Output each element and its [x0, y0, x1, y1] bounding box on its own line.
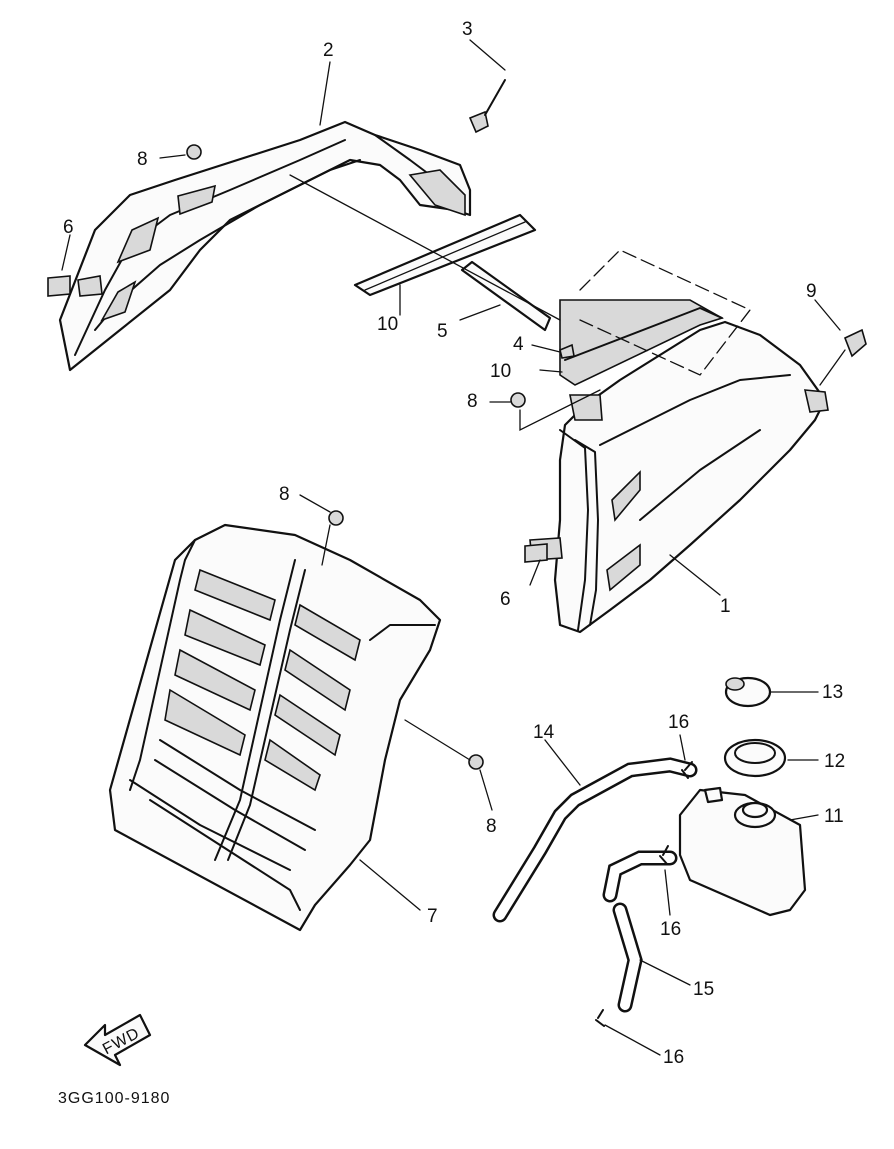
part-13-cap — [724, 676, 772, 708]
callout-5: 5 — [437, 321, 448, 342]
callout-3: 3 — [462, 19, 473, 40]
diagram-code: 3GG100-9180 — [58, 1090, 170, 1107]
part-8-screw-a — [186, 144, 202, 160]
part-8-screw-b — [510, 392, 526, 408]
part-12-ring — [723, 738, 787, 778]
part-14-hose — [492, 757, 698, 923]
leader-lines — [61, 39, 846, 1056]
callout-15: 15 — [693, 979, 714, 1000]
callout-8-d: 8 — [486, 816, 497, 837]
callout-6-b: 6 — [500, 589, 511, 610]
part-16-clamp-a — [681, 761, 693, 779]
part-2-shroud-left — [58, 120, 472, 372]
part-8-screw-c — [328, 510, 344, 526]
part-6-nut-b — [524, 543, 548, 563]
part-4-clip — [559, 343, 575, 359]
callout-9: 9 — [806, 281, 817, 302]
callout-10-b: 10 — [490, 361, 511, 382]
callout-11: 11 — [824, 806, 844, 827]
grille-mesh — [164, 568, 361, 792]
fwd-arrow-icon: FWD — [83, 1013, 152, 1067]
callout-4: 4 — [513, 334, 524, 355]
part-16-clamp-c — [595, 1009, 605, 1027]
part-3-rivet — [468, 110, 489, 134]
callout-12: 12 — [824, 751, 845, 772]
fasteners — [47, 79, 867, 1027]
callout-7: 7 — [427, 906, 438, 927]
part-7-radiator-grille — [108, 523, 442, 932]
callout-14: 14 — [533, 722, 555, 743]
part-1-shroud-right — [529, 299, 829, 634]
part-9-bolt — [843, 328, 867, 358]
callout-10-a: 10 — [377, 314, 398, 335]
callout-16-c: 16 — [663, 1047, 684, 1068]
part-16-clamp-b — [659, 845, 669, 865]
part-5-pad — [460, 260, 552, 332]
callout-6-a: 6 — [63, 217, 74, 238]
callout-8-a: 8 — [137, 149, 148, 170]
part-8-screw-d — [468, 754, 484, 770]
callout-16-b: 16 — [660, 919, 681, 940]
callout-8-b: 8 — [467, 391, 478, 412]
callout-16-a: 16 — [668, 712, 689, 733]
part-15-hose — [602, 850, 678, 1013]
part-10-strip-upper — [353, 213, 537, 297]
callout-1: 1 — [720, 596, 731, 617]
part-6-nut-a — [47, 275, 71, 297]
callout-8-c: 8 — [279, 484, 290, 505]
part-11-reservoir-tank — [678, 786, 807, 917]
callout-labels: 2 3 8 6 10 5 4 10 8 9 6 1 8 8 7 13 12 11… — [63, 19, 845, 1068]
callout-13: 13 — [822, 682, 843, 703]
callout-2: 2 — [323, 40, 334, 61]
